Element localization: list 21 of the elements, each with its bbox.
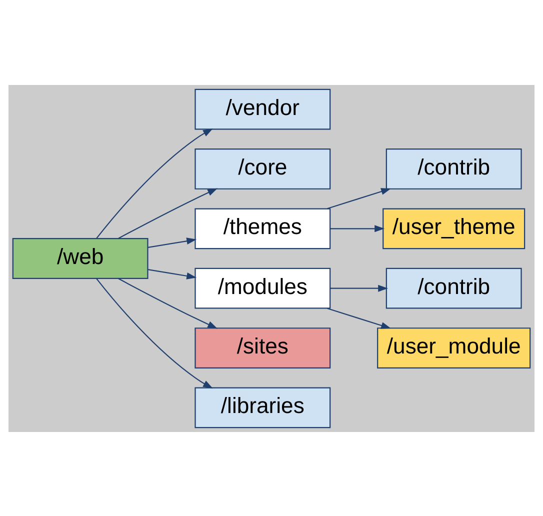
- arrow: [118, 277, 218, 328]
- arrow: [327, 307, 392, 328]
- arrow: [118, 188, 218, 239]
- arrow: [327, 188, 392, 209]
- arrow: [330, 284, 388, 292]
- node-box: /modules: [194, 267, 331, 308]
- arrow: [96, 278, 213, 388]
- node-box: /contrib: [386, 148, 522, 189]
- node-box: /contrib: [386, 267, 522, 308]
- arrow: [148, 268, 197, 279]
- node-box: /user_theme: [382, 208, 526, 249]
- arrow: [148, 237, 197, 248]
- arrow: [96, 128, 213, 238]
- node-box: /vendor: [194, 88, 331, 130]
- node-box: /themes: [194, 208, 331, 249]
- node-box: /core: [194, 148, 331, 189]
- node-box: /user_module: [377, 327, 531, 368]
- node-box: /web: [12, 238, 148, 278]
- node-box: /sites: [194, 327, 331, 368]
- arrow: [330, 224, 385, 232]
- node-box: /libraries: [194, 386, 331, 428]
